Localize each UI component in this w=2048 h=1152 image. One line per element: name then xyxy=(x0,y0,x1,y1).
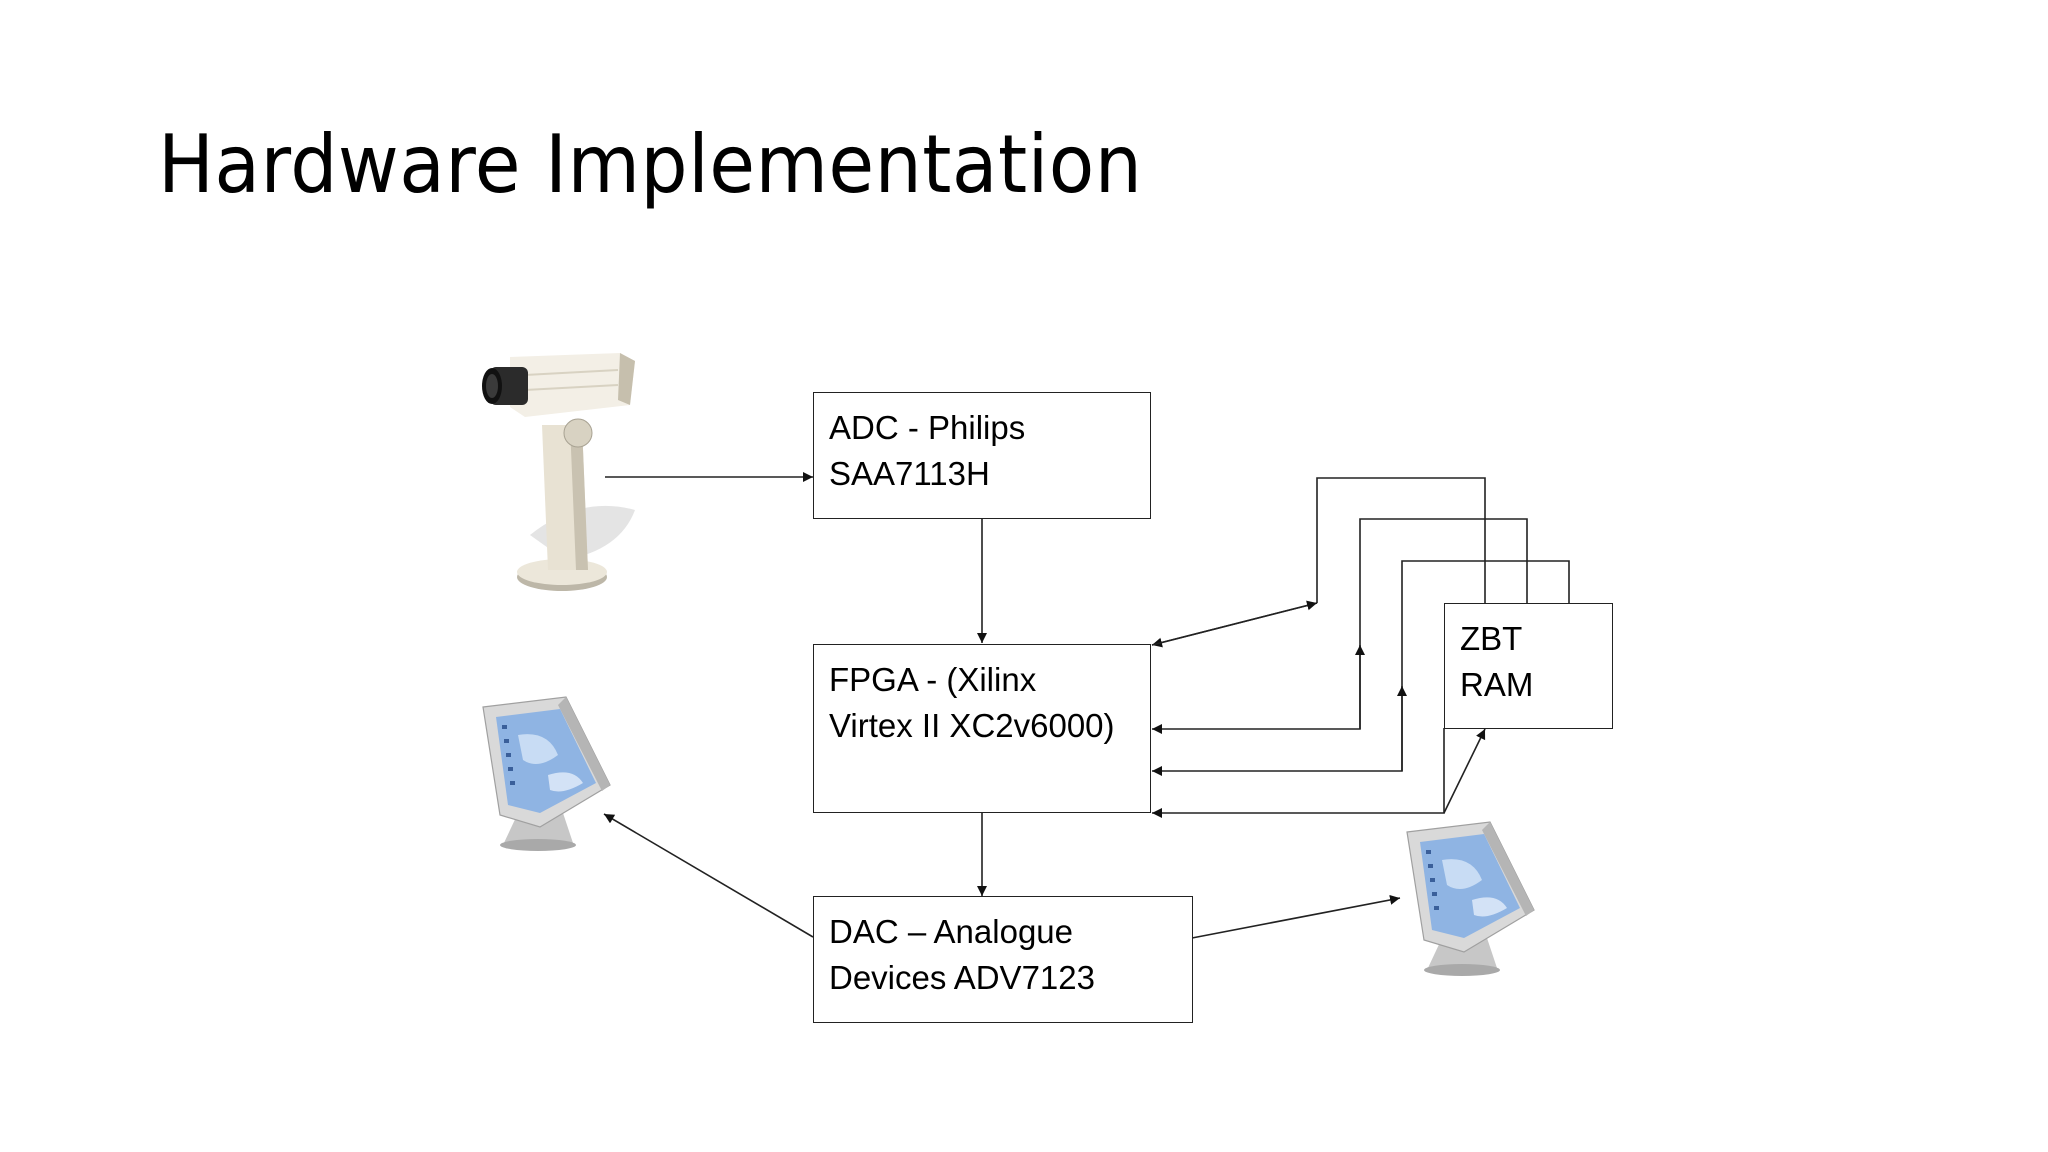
adc-line-1: ADC - Philips xyxy=(829,409,1026,446)
slide-title: Hardware Implementation xyxy=(158,118,1143,211)
arrow-dac-to-left-monitor xyxy=(603,813,814,938)
fpga-block: FPGA - (Xilinx Virtex II XC2v6000) xyxy=(813,644,1151,813)
ram-stack-outline-1 xyxy=(1316,477,1486,603)
ram-line-2: RAM xyxy=(1460,666,1534,703)
dac-line-1: DAC – Analogue xyxy=(829,913,1074,950)
dac-block: DAC – Analogue Devices ADV7123 xyxy=(813,896,1193,1023)
adc-line-2: SAA7113H xyxy=(829,455,990,492)
arrow-fpga-ram4-b xyxy=(1443,728,1486,814)
fpga-line-2: Virtex II XC2v6000) xyxy=(829,707,1115,744)
ram-line-1: ZBT xyxy=(1460,620,1523,657)
arrow-fpga-ram1-b xyxy=(1151,600,1318,646)
video-camera-icon xyxy=(482,353,635,591)
monitor-icon-left xyxy=(482,696,611,851)
ram-stack-outline-3 xyxy=(1401,560,1570,686)
arrow-dac-to-right-monitor xyxy=(1191,894,1401,939)
adc-block: ADC - Philips SAA7113H xyxy=(813,392,1151,519)
arrow-fpga-ram2-a xyxy=(1152,645,1361,734)
dac-line-2: Devices ADV7123 xyxy=(829,959,1095,996)
fpga-line-1: FPGA - (Xilinx xyxy=(829,661,1037,698)
monitor-icon-right xyxy=(1406,821,1535,976)
zbt-ram-block: ZBT RAM xyxy=(1444,603,1613,729)
